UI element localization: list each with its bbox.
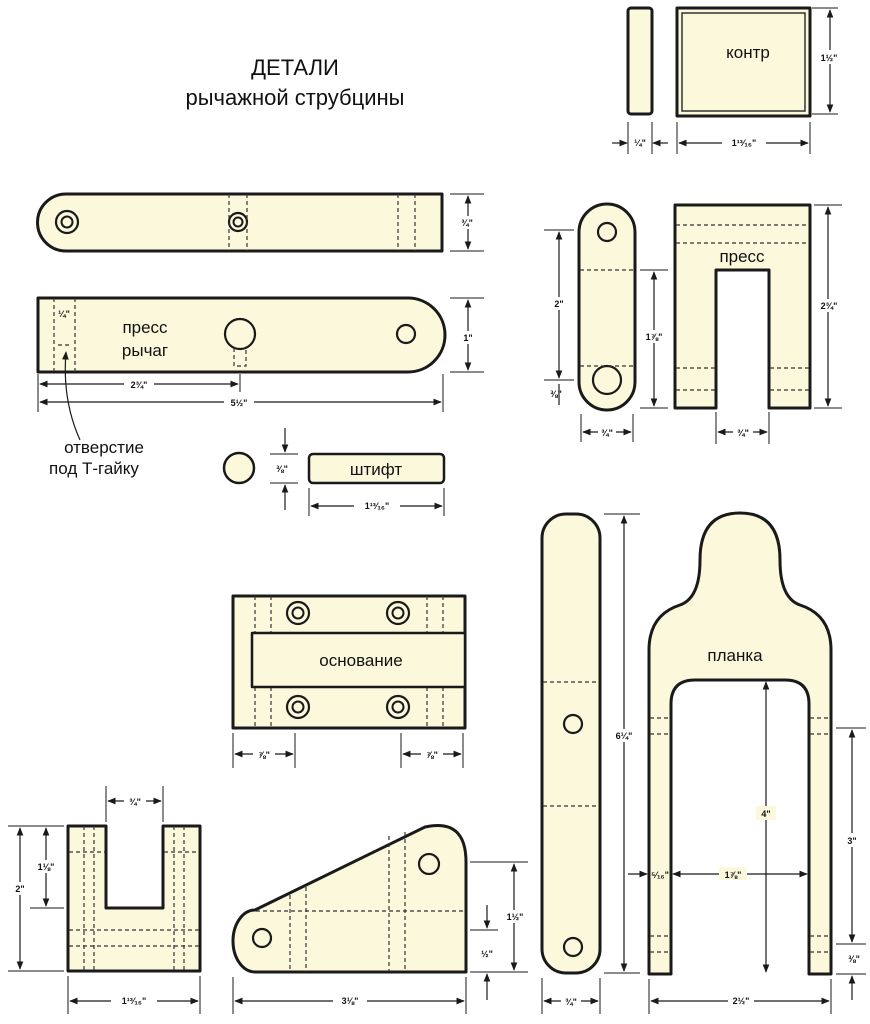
part-wedge: 1½" ½" 3⅛" <box>231 824 528 1014</box>
dim-bar-leg: ⁵⁄₁₆" <box>651 870 669 880</box>
dim-lever-slot-inset: ¼" <box>58 309 70 319</box>
dim-lever-top-height: ¾" <box>461 218 473 228</box>
part-link: 2" ⅜" 1⅞" ¾" <box>544 202 668 442</box>
dim-lever-length: 5½" <box>231 398 248 408</box>
dim-lever-pos: 2¾" <box>131 380 148 390</box>
dim-bar-width: 2½" <box>733 996 750 1006</box>
drawing-title-line2: рычажной струбцины <box>185 85 404 110</box>
dim-wedge-length: 3⅛" <box>342 996 359 1006</box>
dim-kontr-thickness: ¼" <box>634 138 646 148</box>
part-u-block: ¾" 2" 1⅛" 1¹³⁄₁₆" <box>8 786 202 1014</box>
dim-bar-inner: 4" <box>761 809 770 819</box>
dim-pin-diameter: ⅜" <box>276 464 288 474</box>
dim-u-slot-depth: 1⅛" <box>38 862 55 872</box>
label-press-lever-2: рычаг <box>122 341 168 360</box>
part-press: пресс 2¾" ¾" <box>673 203 842 444</box>
dim-u-width: 1¹³⁄₁₆" <box>122 996 147 1006</box>
dim-press-slot: ¾" <box>737 428 749 438</box>
dim-kontr-width: 1¹³⁄₁₆" <box>732 138 757 148</box>
part-lever-top: ¾" <box>36 192 484 253</box>
part-press-lever: ¼" пресс рычаг 1" 2¾" 5½" отверстие под … <box>36 296 484 478</box>
part-base: основание ⅞" ⅞" <box>231 594 467 768</box>
dim-base-inset-left: ⅞" <box>258 750 270 760</box>
dim-kontr-height: 1½" <box>821 53 838 63</box>
label-base: основание <box>319 651 402 670</box>
label-t-nut-1: отверстие <box>64 438 144 457</box>
label-t-nut-2: под Т-гайку <box>49 459 139 478</box>
dim-press-height: 2¾" <box>821 301 838 311</box>
part-pin: ⅜" штифт 1¹³⁄₁₆" <box>222 428 446 516</box>
dim-pin-length: 1¹³⁄₁₆" <box>365 501 390 511</box>
dim-link-inner: 1⅞" <box>646 332 663 342</box>
dim-link-end: ⅜" <box>550 389 562 399</box>
dim-u-slot: ¾" <box>129 797 141 807</box>
dim-link-width: ¾" <box>601 428 613 438</box>
dim-strip-length: 6¼" <box>616 731 633 741</box>
dim-wedge-low: ½" <box>481 949 493 959</box>
dim-lever-height: 1" <box>463 333 472 343</box>
dim-bar-leg-gap: 1⅞" <box>725 870 742 880</box>
part-bar: планка 4" 1⅞" ⁵⁄₁₆" 3" ⅜" 2½" <box>628 511 866 1014</box>
label-bar: планка <box>707 646 763 665</box>
dim-bar-leg-height: 3" <box>847 836 856 846</box>
label-pin: штифт <box>350 460 403 479</box>
label-press-lever-1: пресс <box>122 318 168 337</box>
dim-strip-width: ¾" <box>565 997 577 1007</box>
dim-bar-foot: ⅜" <box>848 954 860 964</box>
part-kontr: контр 1½" ¼" 1¹³⁄₁₆" <box>612 6 840 154</box>
dim-u-height: 2" <box>15 884 24 894</box>
part-strip: 6¼" ¾" <box>540 512 640 1014</box>
dim-base-inset-right: ⅞" <box>426 750 438 760</box>
dim-wedge-height: 1½" <box>507 912 524 922</box>
label-kontr: контр <box>726 43 770 62</box>
drawing-title-line1: ДЕТАЛИ <box>251 55 339 80</box>
label-press: пресс <box>719 247 765 266</box>
dim-link-length: 2" <box>554 299 563 309</box>
